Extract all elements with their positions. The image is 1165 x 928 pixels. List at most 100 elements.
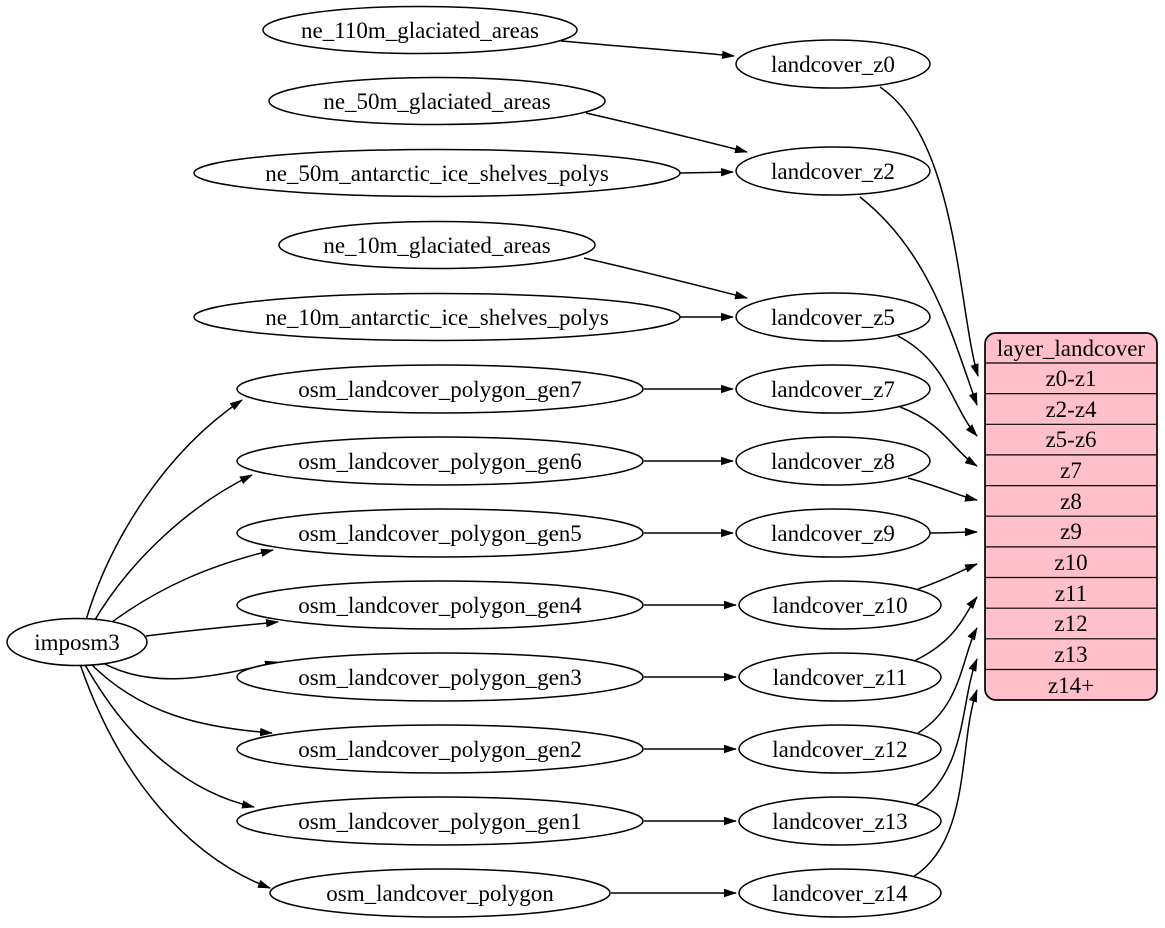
node-label: ne_10m_antarctic_ice_shelves_polys bbox=[265, 305, 609, 330]
node-layer_landcover: layer_landcover z0-z1 z2-z4 z5-z6 z7 z8 … bbox=[984, 332, 1158, 701]
node-ne_10m_glaciated_areas: ne_10m_glaciated_areas bbox=[278, 220, 596, 270]
node-ne_50m_glaciated_areas: ne_50m_glaciated_areas bbox=[268, 76, 606, 126]
node-label: landcover_z9 bbox=[771, 521, 895, 546]
node-ellipse bbox=[278, 220, 596, 270]
node-ellipse bbox=[735, 436, 931, 486]
node-ellipse bbox=[236, 724, 644, 774]
node-ellipse bbox=[236, 508, 644, 558]
node-osm_landcover_polygon_gen4: osm_landcover_polygon_gen4 bbox=[236, 580, 644, 630]
layer-table-dividers bbox=[985, 362, 1157, 671]
node-ellipse bbox=[268, 76, 606, 126]
node-osm_landcover_polygon_gen6: osm_landcover_polygon_gen6 bbox=[236, 436, 644, 486]
edge-ne_110m_glaciated_areas-to-landcover_z0 bbox=[560, 40, 735, 59]
node-label: landcover_z0 bbox=[771, 52, 895, 77]
node-ellipse bbox=[262, 5, 578, 55]
edge-imposm3-to-osm_landcover_polygon_gen5 bbox=[103, 548, 274, 629]
layer-table-row-z5-z6: z5-z6 bbox=[1045, 427, 1096, 452]
node-ellipse bbox=[738, 868, 942, 918]
source-nodes: ne_110m_glaciated_areas ne_50m_glaciated… bbox=[193, 5, 681, 918]
node-label: landcover_z2 bbox=[771, 159, 895, 184]
layer-table-row-z11: z11 bbox=[1055, 581, 1087, 606]
node-label: landcover_z8 bbox=[771, 449, 895, 474]
node-ellipse bbox=[738, 796, 942, 846]
edge-landcover_z5-to-row-z5-z6 bbox=[897, 335, 978, 437]
node-label: ne_50m_glaciated_areas bbox=[323, 89, 550, 114]
node-label: osm_landcover_polygon_gen1 bbox=[298, 809, 582, 834]
node-label: landcover_z11 bbox=[773, 665, 908, 690]
node-label: osm_landcover_polygon_gen4 bbox=[298, 593, 582, 618]
node-ellipse bbox=[738, 580, 942, 630]
node-landcover_z13: landcover_z13 bbox=[738, 796, 942, 846]
node-ellipse bbox=[236, 364, 644, 414]
node-ne_50m_antarctic_ice_shelves_polys: ne_50m_antarctic_ice_shelves_polys bbox=[193, 148, 681, 198]
imposm3-ellipse bbox=[6, 617, 148, 667]
node-ellipse bbox=[236, 436, 644, 486]
node-ellipse bbox=[735, 39, 931, 89]
node-label: landcover_z10 bbox=[772, 593, 907, 618]
layer-table-row-z12: z12 bbox=[1054, 611, 1087, 636]
edge-ne_10m_glaciated_areas-to-landcover_z5 bbox=[583, 257, 748, 300]
node-osm_landcover_polygon_gen3: osm_landcover_polygon_gen3 bbox=[236, 652, 644, 702]
node-ellipse bbox=[193, 292, 681, 342]
edge-ne_50m_antarctic_ice_shelves_polys-to-landcover_z2 bbox=[679, 168, 734, 177]
node-landcover_z0: landcover_z0 bbox=[735, 39, 931, 89]
edge-ne_50m_glaciated_areas-to-landcover_z2 bbox=[585, 112, 748, 154]
node-ellipse bbox=[236, 652, 644, 702]
node-ellipse bbox=[236, 580, 644, 630]
intermediate-nodes: landcover_z0 landcover_z2 landcover_z5 l… bbox=[735, 39, 942, 918]
edge-landcover_z7-to-row-z7 bbox=[899, 406, 978, 467]
layer-table-row-z8: z8 bbox=[1060, 489, 1082, 514]
node-landcover_z14: landcover_z14 bbox=[738, 868, 942, 918]
node-ne_110m_glaciated_areas: ne_110m_glaciated_areas bbox=[262, 5, 578, 55]
node-label: landcover_z12 bbox=[772, 737, 907, 762]
node-osm_landcover_polygon_gen7: osm_landcover_polygon_gen7 bbox=[236, 364, 644, 414]
node-label: ne_50m_antarctic_ice_shelves_polys bbox=[265, 161, 609, 186]
layer-table-row-z9: z9 bbox=[1060, 519, 1082, 544]
edge-landcover_z8-to-row-z8 bbox=[907, 477, 978, 502]
node-osm_landcover_polygon_gen1: osm_landcover_polygon_gen1 bbox=[236, 796, 644, 846]
node-label: landcover_z14 bbox=[772, 881, 908, 906]
node-label: osm_landcover_polygon_gen7 bbox=[298, 377, 582, 402]
layer-table-row-z13: z13 bbox=[1054, 642, 1087, 667]
layer-table-row-z2-z4: z2-z4 bbox=[1045, 397, 1097, 422]
edge-landcover_z2-to-row-z2-z4 bbox=[859, 196, 978, 406]
edge-landcover_z11-to-row-z11 bbox=[913, 596, 978, 662]
node-label: osm_landcover_polygon bbox=[326, 881, 554, 906]
node-label: osm_landcover_polygon_gen2 bbox=[298, 737, 582, 762]
edge-landcover_z12-to-row-z12 bbox=[917, 627, 978, 734]
node-label: osm_landcover_polygon_gen6 bbox=[298, 449, 582, 474]
node-ellipse bbox=[735, 508, 931, 558]
imposm3-label: imposm3 bbox=[34, 630, 120, 655]
node-ellipse bbox=[738, 652, 942, 702]
layer-table-title: layer_landcover bbox=[997, 336, 1145, 361]
edge-landcover_z13-to-row-z13 bbox=[915, 658, 978, 806]
node-landcover_z7: landcover_z7 bbox=[735, 364, 931, 414]
edge-imposm3-to-osm_landcover_polygon bbox=[79, 663, 271, 889]
edge-imposm3-to-osm_landcover_polygon_gen7 bbox=[85, 399, 243, 621]
node-landcover_z2: landcover_z2 bbox=[735, 146, 931, 196]
node-label: landcover_z7 bbox=[771, 377, 895, 402]
node-label: ne_110m_glaciated_areas bbox=[301, 18, 539, 43]
layer-table-row-z14plus: z14+ bbox=[1048, 673, 1094, 698]
edge-imposm3-to-osm_landcover_polygon_gen4 bbox=[145, 619, 279, 637]
node-landcover_z5: landcover_z5 bbox=[735, 292, 931, 342]
node-ne_10m_antarctic_ice_shelves_polys: ne_10m_antarctic_ice_shelves_polys bbox=[193, 292, 681, 342]
node-landcover_z10: landcover_z10 bbox=[738, 580, 942, 630]
edge-landcover_z0-to-row-z0-z1 bbox=[879, 86, 979, 377]
node-landcover_z11: landcover_z11 bbox=[738, 652, 942, 702]
node-ellipse bbox=[735, 146, 931, 196]
node-ellipse bbox=[738, 724, 942, 774]
edge-landcover_z14-to-row-z14plus bbox=[912, 689, 978, 878]
node-ellipse bbox=[735, 292, 931, 342]
node-landcover_z12: landcover_z12 bbox=[738, 724, 942, 774]
node-osm_landcover_polygon_gen5: osm_landcover_polygon_gen5 bbox=[236, 508, 644, 558]
node-osm_landcover_polygon_gen2: osm_landcover_polygon_gen2 bbox=[236, 724, 644, 774]
node-label: osm_landcover_polygon_gen5 bbox=[298, 521, 582, 546]
edge-landcover_z10-to-row-z10 bbox=[917, 563, 978, 590]
edge-imposm3-to-osm_landcover_polygon_gen1 bbox=[83, 662, 255, 809]
edge-imposm3-to-osm_landcover_polygon_gen6 bbox=[92, 474, 253, 624]
layer-table-row-z7: z7 bbox=[1060, 458, 1082, 483]
node-ellipse bbox=[193, 148, 681, 198]
